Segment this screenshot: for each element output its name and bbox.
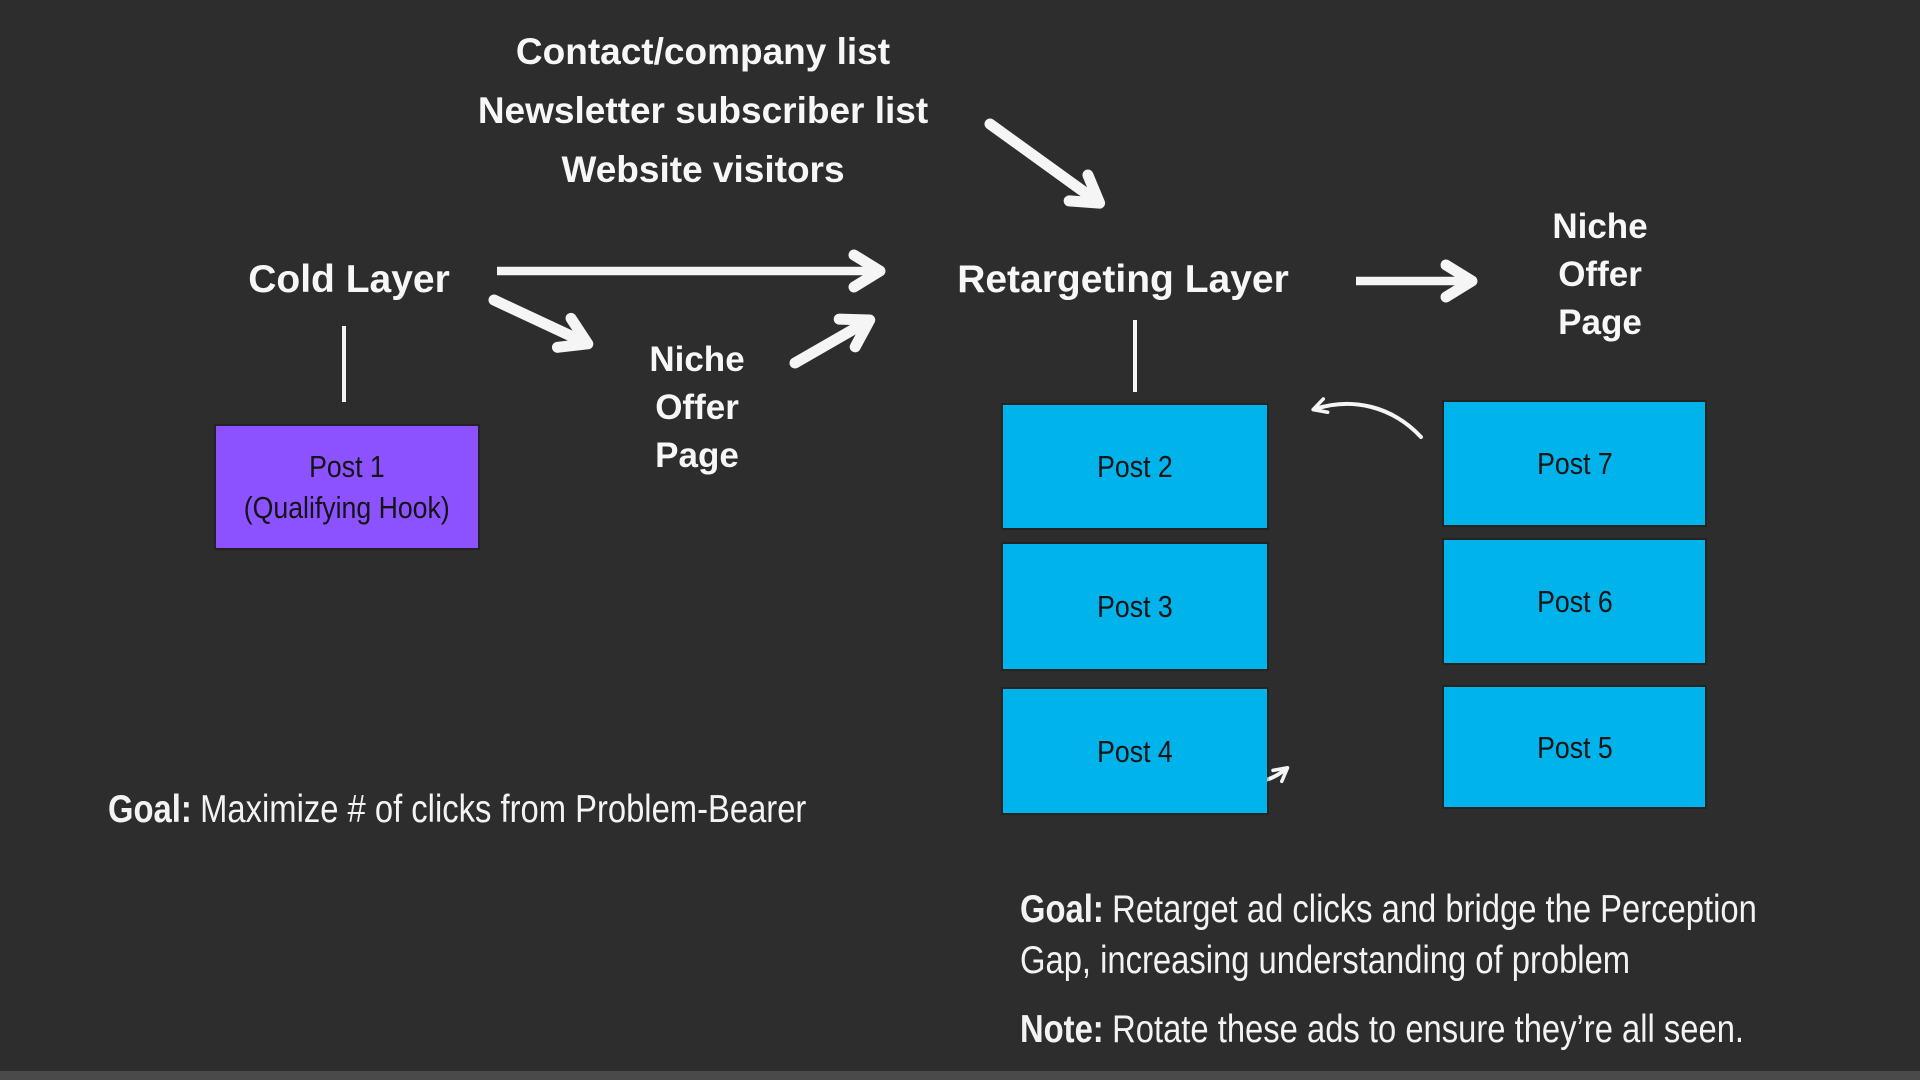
post2-card: Post 2	[1003, 405, 1267, 528]
arrow-niche-offer-to-retargeting-icon	[789, 313, 876, 369]
niche-offer-page-right-label: Niche Offer Page	[1475, 203, 1725, 347]
goal-text-line1: Retarget ad clicks and bridge the Percep…	[1112, 888, 1757, 931]
niche-offer-page-middle-label: Niche Offer Page	[572, 336, 822, 480]
post3-label: Post 3	[1097, 589, 1173, 624]
note-annotation: Note:Rotate these ads to ensure they’re …	[1020, 1008, 1744, 1052]
goal-label: Goal:	[1020, 888, 1104, 931]
audience-line-newsletter-list: Newsletter subscriber list	[477, 90, 929, 131]
niche-offer-right-line: Page	[1558, 303, 1642, 342]
post4-card: Post 4	[1003, 689, 1267, 813]
goal-text: Maximize # of clicks from Problem-Bearer	[200, 788, 807, 831]
post5-label: Post 5	[1536, 729, 1613, 765]
curved-arrow-post7-to-post2-icon	[1311, 397, 1423, 439]
niche-offer-middle-line: Offer	[655, 388, 739, 427]
note-label: Note:	[1020, 1008, 1104, 1051]
post7-label: Post 7	[1536, 446, 1613, 481]
goal-cold-layer-annotation: Goal:Maximize # of clicks from Problem-B…	[108, 788, 806, 832]
post2-label: Post 2	[1097, 449, 1173, 484]
post7-card: Post 7	[1444, 402, 1705, 525]
goal-retargeting-line2: Gap, increasing understanding of problem	[1020, 939, 1631, 982]
goal-label: Goal:	[108, 788, 192, 831]
post3-card: Post 3	[1003, 544, 1267, 669]
niche-offer-middle-line: Page	[655, 436, 739, 475]
post5-card: Post 5	[1444, 687, 1705, 807]
retargeting-layer-label: Retargeting Layer	[957, 258, 1289, 301]
niche-offer-right-line: Offer	[1558, 255, 1642, 294]
post6-card: Post 6	[1444, 540, 1705, 663]
arrow-audience-to-retargeting-icon	[984, 118, 1106, 209]
audience-sources-list: Contact/company list Newsletter subscrib…	[358, 22, 1048, 199]
goal-retargeting-annotation: Goal:Retarget ad clicks and bridge the P…	[1020, 884, 1757, 986]
arrow-cold-to-niche-offer-icon	[488, 294, 594, 353]
post4-label: Post 4	[1097, 733, 1173, 769]
niche-offer-middle-line: Niche	[649, 340, 745, 379]
audience-line-contact-list: Contact/company list	[515, 31, 891, 72]
post1-card: Post 1 (Qualifying Hook)	[216, 426, 478, 548]
note-text: Rotate these ads to ensure they’re all s…	[1112, 1008, 1745, 1051]
goal-retargeting-line1: Goal:Retarget ad clicks and bridge the P…	[1020, 884, 1757, 935]
bottom-window-edge	[0, 1071, 1920, 1080]
cold-layer-label: Cold Layer	[248, 258, 450, 301]
post6-label: Post 6	[1536, 584, 1613, 619]
audience-line-website-visitors: Website visitors	[561, 149, 845, 190]
post1-title: Post 1	[309, 449, 385, 484]
post1-subtitle: (Qualifying Hook)	[244, 490, 450, 525]
niche-offer-right-line: Niche	[1552, 207, 1648, 246]
